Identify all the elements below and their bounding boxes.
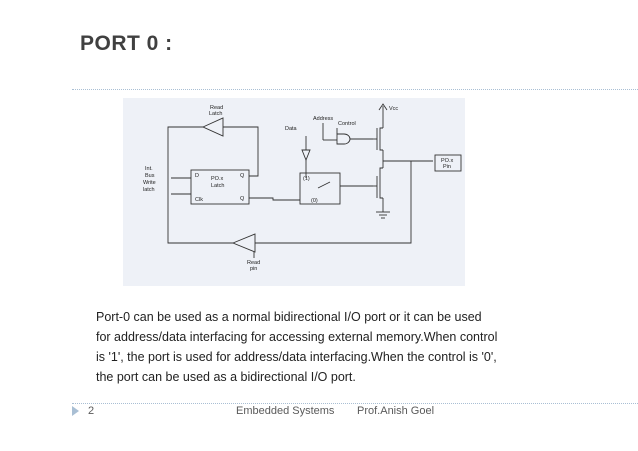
po-latch-box	[190, 169, 250, 205]
latch-qbar-label: Q	[240, 196, 245, 202]
triangle-marker-icon	[72, 406, 79, 416]
mux-1-label: (1)	[303, 176, 310, 182]
page-number: 2	[88, 405, 95, 417]
int-bus-label-4: latch	[143, 187, 155, 193]
latch-name-2: Latch	[211, 183, 224, 189]
mux-0-label: (0)	[311, 198, 318, 204]
read-pin-label-2: pin	[250, 266, 257, 272]
pin-label-2: Pin	[443, 164, 451, 170]
control-and-gate	[336, 133, 351, 145]
footer-divider	[72, 403, 638, 404]
read-pin-buffer	[231, 233, 256, 253]
latch-name-1: PO.x	[211, 176, 223, 182]
read-latch-label-2: Latch	[209, 111, 222, 117]
mux-box	[299, 172, 341, 205]
pin-box	[434, 154, 462, 172]
slide-title: PORT 0 :	[80, 32, 173, 55]
port0-circuit-diagram: Read Latch Address Data Control Vcc Int.…	[123, 98, 465, 286]
read-latch-label-1: Read	[210, 105, 223, 111]
body-line-4: the port can be used as a bidirectional …	[96, 370, 356, 384]
latch-clk-label: Clk	[195, 197, 203, 203]
body-line-1: Port-0 can be used as a normal bidirecti…	[96, 310, 482, 324]
vcc-label: Vcc	[389, 106, 398, 112]
int-bus-label-2: Bus	[145, 173, 155, 179]
body-text: Port-0 can be used as a normal bidirecti…	[96, 307, 536, 387]
address-label: Address	[313, 116, 333, 122]
int-bus-label-1: Int.	[145, 166, 153, 172]
data-label: Data	[285, 126, 298, 132]
control-label: Control	[338, 121, 356, 127]
latch-d-label: D	[195, 173, 199, 179]
footer-course: Embedded Systems	[236, 405, 335, 417]
footer-author: Prof.Anish Goel	[357, 405, 435, 417]
title-divider	[72, 89, 638, 90]
data-inverter	[301, 149, 311, 162]
read-pin-label-1: Read	[247, 260, 260, 266]
int-bus-label-3: Write	[143, 180, 156, 186]
pin-label-1: PO.x	[441, 158, 453, 164]
body-line-2: for address/data interfacing for accessi…	[96, 330, 498, 344]
read-latch-buffer	[201, 117, 224, 137]
latch-q-label: Q	[240, 173, 245, 179]
body-line-3: is '1', the port is used for address/dat…	[96, 350, 497, 364]
